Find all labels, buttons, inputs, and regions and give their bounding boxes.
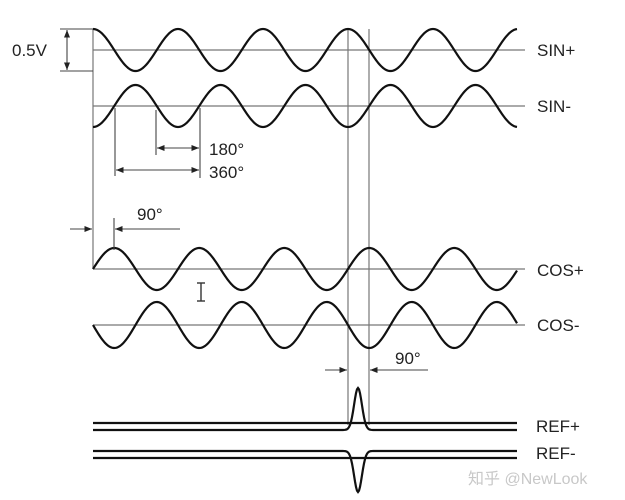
ref-minus-label: REF-: [536, 444, 576, 463]
cos-minus-wave: [92, 300, 518, 350]
full-period-label: 360°: [209, 163, 244, 182]
half-period-label: 180°: [209, 140, 244, 159]
cos-shift-label: 90°: [137, 205, 163, 224]
sin-minus-label: SIN-: [537, 97, 571, 116]
watermark: 知乎 @NewLook: [468, 470, 588, 488]
ref-minus-pulse: [93, 449, 517, 494]
cos-plus-wave: [92, 246, 518, 292]
ref-shift-label: 90°: [395, 349, 421, 368]
sin-plus-label: SIN+: [537, 41, 575, 60]
sin-minus-wave: [92, 83, 518, 129]
cos-plus-label: COS+: [537, 261, 584, 280]
amplitude-label: 0.5V: [12, 41, 48, 60]
cos-minus-label: COS-: [537, 316, 580, 335]
ref-plus-label: REF+: [536, 417, 580, 436]
ref-plus-pulse: [93, 386, 517, 432]
text-cursor-icon: [197, 282, 205, 302]
sin-plus-wave: [92, 27, 518, 73]
